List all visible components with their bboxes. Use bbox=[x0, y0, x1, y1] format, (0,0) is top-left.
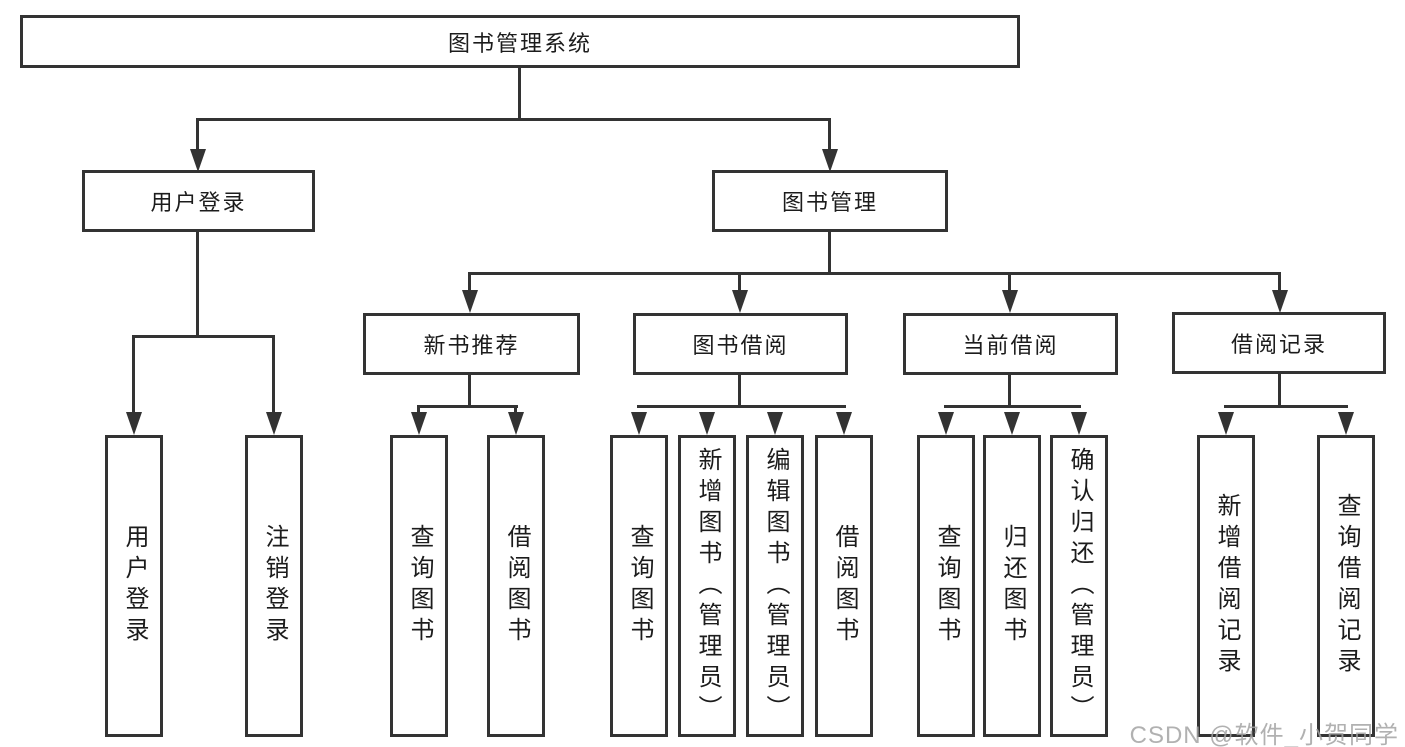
leaf-borrow-books-newbook: 借阅图书 bbox=[487, 435, 545, 737]
arrowhead-leaf-add-record bbox=[1218, 412, 1234, 435]
connector-borrow-records-stub bbox=[1278, 374, 1281, 407]
node-borrow-records-label: 借阅记录 bbox=[1230, 332, 1327, 357]
leaf-borrow-books-borrow: 借阅图书 bbox=[815, 435, 873, 737]
connector-to-leaf-query-newbook bbox=[417, 405, 420, 415]
leaf-query-books-newbook: 查询图书 bbox=[390, 435, 448, 737]
arrowhead-leaf-edit-book bbox=[767, 412, 783, 435]
leaf-user-login-label: 用户登录 bbox=[121, 524, 148, 648]
leaf-logout-label: 注销登录 bbox=[261, 524, 288, 648]
arrowhead-user-login bbox=[190, 149, 206, 172]
leaf-add-borrow-record: 新增借阅记录 bbox=[1197, 435, 1255, 737]
connector-to-new-book-recommend bbox=[468, 272, 471, 294]
connector-to-book-management bbox=[828, 118, 831, 152]
arrowhead-book-management bbox=[822, 149, 838, 172]
arrowhead-leaf-borrow-newbook bbox=[508, 412, 524, 435]
leaf-borrow-books-newbook-label: 借阅图书 bbox=[503, 524, 530, 648]
leaf-query-borrow-record-label: 查询借阅记录 bbox=[1333, 493, 1360, 679]
node-borrow-records: 借阅记录 bbox=[1172, 312, 1386, 374]
arrowhead-leaf-logout bbox=[266, 412, 282, 435]
connector-to-current-borrow bbox=[1008, 272, 1011, 294]
node-user-login-label: 用户登录 bbox=[150, 190, 247, 215]
node-book-borrow: 图书借阅 bbox=[633, 313, 848, 375]
connector-user-login-bar bbox=[132, 335, 275, 338]
arrowhead-leaf-query-record bbox=[1338, 412, 1354, 435]
connector-user-login-stub bbox=[196, 232, 199, 338]
connector-borrow-records-bar bbox=[1224, 405, 1348, 408]
connector-book-borrow-bar bbox=[637, 405, 846, 408]
leaf-add-borrow-record-label: 新增借阅记录 bbox=[1213, 493, 1240, 679]
leaf-confirm-return-admin: 确认归还（管理员） bbox=[1050, 435, 1108, 737]
connector-new-book-bar bbox=[417, 405, 518, 408]
arrowhead-leaf-add-book bbox=[699, 412, 715, 435]
leaf-user-login: 用户登录 bbox=[105, 435, 163, 737]
leaf-return-book-label: 归还图书 bbox=[999, 524, 1026, 648]
arrowhead-current-borrow bbox=[1002, 290, 1018, 313]
leaf-add-book-admin-label: 新增图书（管理员） bbox=[694, 446, 721, 726]
node-root-label: 图书管理系统 bbox=[447, 30, 592, 56]
connector-level2-bar bbox=[468, 272, 1281, 275]
leaf-query-books-current-label: 查询图书 bbox=[933, 524, 960, 648]
arrowhead-leaf-borrow-book bbox=[836, 412, 852, 435]
node-book-management-label: 图书管理 bbox=[781, 190, 878, 215]
connector-to-user-login bbox=[196, 118, 199, 152]
arrowhead-leaf-return-book bbox=[1004, 412, 1020, 435]
leaf-confirm-return-admin-label: 确认归还（管理员） bbox=[1066, 446, 1093, 726]
node-new-book-recommend: 新书推荐 bbox=[363, 313, 580, 375]
connector-level1-bar bbox=[196, 118, 831, 121]
node-root: 图书管理系统 bbox=[20, 15, 1020, 68]
leaf-query-books-current: 查询图书 bbox=[917, 435, 975, 737]
arrowhead-book-borrow bbox=[732, 290, 748, 313]
arrowhead-leaf-user-login bbox=[126, 412, 142, 435]
connector-new-book-stub bbox=[468, 375, 471, 407]
leaf-edit-book-admin-label: 编辑图书（管理员） bbox=[762, 446, 789, 726]
node-book-management: 图书管理 bbox=[712, 170, 948, 232]
connector-book-borrow-stub bbox=[738, 375, 741, 407]
arrowhead-borrow-records bbox=[1272, 290, 1288, 313]
connector-root-stub bbox=[518, 68, 521, 120]
leaf-query-books-newbook-label: 查询图书 bbox=[406, 524, 433, 648]
node-user-login: 用户登录 bbox=[82, 170, 315, 232]
leaf-logout: 注销登录 bbox=[245, 435, 303, 737]
connector-to-book-borrow bbox=[738, 272, 741, 294]
node-new-book-recommend-label: 新书推荐 bbox=[423, 333, 520, 358]
leaf-add-book-admin: 新增图书（管理员） bbox=[678, 435, 736, 737]
connector-current-borrow-bar bbox=[944, 405, 1081, 408]
node-current-borrow-label: 当前借阅 bbox=[962, 333, 1059, 358]
leaf-query-books-borrow: 查询图书 bbox=[610, 435, 668, 737]
arrowhead-leaf-query-newbook bbox=[411, 412, 427, 435]
arrowhead-leaf-query-current bbox=[938, 412, 954, 435]
leaf-borrow-books-borrow-label: 借阅图书 bbox=[831, 524, 858, 648]
arrowhead-leaf-query-borrow bbox=[631, 412, 647, 435]
connector-to-leaf-borrow-newbook bbox=[514, 405, 517, 415]
leaf-return-book: 归还图书 bbox=[983, 435, 1041, 737]
node-book-borrow-label: 图书借阅 bbox=[692, 333, 789, 358]
connector-book-management-stub bbox=[828, 232, 831, 275]
arrowhead-leaf-confirm-return bbox=[1071, 412, 1087, 435]
connector-to-borrow-records bbox=[1278, 272, 1281, 294]
arrowhead-new-book-recommend bbox=[462, 290, 478, 313]
connector-current-borrow-stub bbox=[1008, 375, 1011, 407]
node-current-borrow: 当前借阅 bbox=[903, 313, 1118, 375]
connector-to-leaf-user-login bbox=[132, 335, 135, 415]
leaf-query-books-borrow-label: 查询图书 bbox=[626, 524, 653, 648]
leaf-query-borrow-record: 查询借阅记录 bbox=[1317, 435, 1375, 737]
leaf-edit-book-admin: 编辑图书（管理员） bbox=[746, 435, 804, 737]
connector-to-leaf-logout bbox=[272, 335, 275, 415]
csdn-watermark: CSDN @软件_小贺同学 bbox=[1129, 722, 1399, 747]
